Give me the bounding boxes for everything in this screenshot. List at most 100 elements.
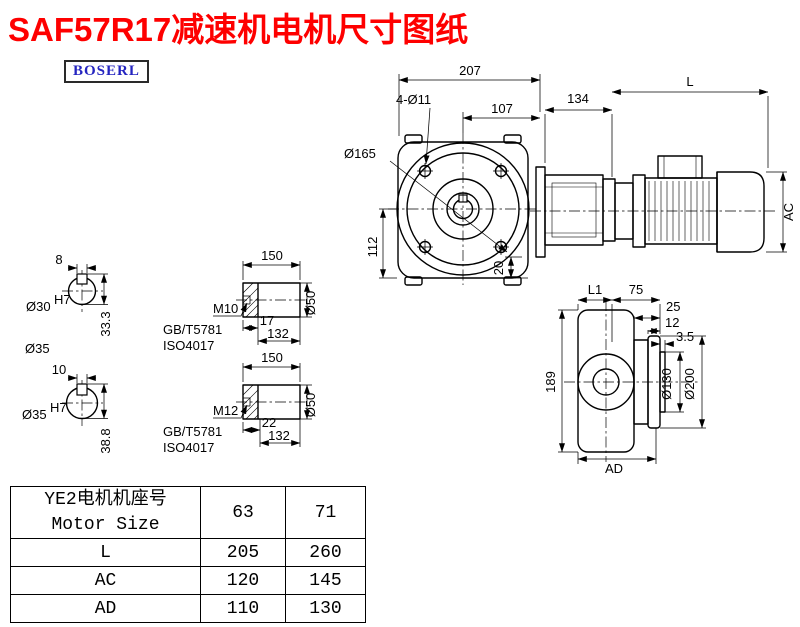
- dim-text-L: L: [686, 74, 693, 89]
- dim-text-AD: AD: [605, 461, 623, 476]
- table-row-AD: AD 110 130: [10, 594, 366, 623]
- dim-overall-width-207: 207: [398, 63, 541, 136]
- dim-flange-d200: Ø200: [660, 335, 706, 429]
- value-AC-63: 120: [200, 566, 286, 595]
- dim-flange-offset-107: 107: [462, 101, 541, 133]
- value-L-71: 260: [285, 538, 366, 567]
- bolt-holes: [417, 163, 509, 255]
- shaft-outline: [242, 282, 301, 318]
- dim-text-keywidth-10: 10: [52, 362, 66, 377]
- header-en: Motor Size: [51, 514, 160, 535]
- centerlines: [388, 133, 538, 285]
- output-flange-view: [564, 300, 700, 462]
- front-view: [388, 133, 538, 286]
- dim-text-107: 107: [491, 101, 513, 116]
- output-centerlines: [564, 300, 700, 462]
- dim-text-d50: Ø50: [303, 393, 318, 418]
- dim-text-d130: Ø130: [659, 368, 674, 400]
- dim-3_5: 3.5: [651, 329, 694, 352]
- dim-text-AC: AC: [781, 203, 796, 221]
- dim-text-134: 134: [567, 91, 589, 106]
- value-AD-71: 130: [285, 594, 366, 623]
- adapter-flange: [602, 178, 616, 242]
- mount-tab: [404, 276, 423, 286]
- mount-tab: [404, 134, 423, 144]
- table-row-L: L 205 260: [10, 538, 366, 567]
- dim-text-150: 150: [261, 248, 283, 263]
- mount-tab: [503, 134, 522, 144]
- label-bolt-holes: 4-Ø11: [396, 92, 431, 165]
- hatch: [242, 282, 259, 318]
- header-cn: YE2电机机座号: [44, 489, 167, 510]
- label-text-d165: Ø165: [344, 146, 376, 161]
- label-standard-gb: GB/T5781: [163, 424, 222, 439]
- dim-75: 75: [611, 282, 661, 303]
- dim-motor-height-AC: AC: [766, 171, 796, 253]
- shaft-outline: [242, 384, 301, 420]
- motor-size-table: YE2电机机座号 Motor Size 63 71 L 205 260 AC 1…: [10, 486, 366, 623]
- dim-text-22: 22: [262, 415, 276, 430]
- value-L-63: 205: [200, 538, 286, 567]
- shaft-section-d30: 8 Ø30 H7 33.3: [26, 252, 113, 337]
- dim-center-height-112: 112: [365, 208, 397, 279]
- label-standard-iso: ISO4017: [163, 440, 214, 455]
- dim-25: 25: [633, 299, 680, 338]
- table-row-header: YE2电机机座号 Motor Size 63 71: [10, 486, 366, 539]
- label-flange-dia: Ø165: [344, 146, 508, 253]
- dim-text-33_3: 33.3: [98, 311, 113, 336]
- dim-text-12: 12: [665, 315, 679, 330]
- label-bore-d30: Ø30: [26, 299, 51, 314]
- value-AD-63: 110: [200, 594, 286, 623]
- dim-text-d50: Ø50: [303, 291, 318, 316]
- gear-housing-inner: [551, 182, 597, 238]
- dim-text-keywidth-8: 8: [55, 252, 62, 267]
- label-bore-d35-tol: H7: [50, 400, 67, 415]
- dim-189: 189: [543, 309, 578, 453]
- terminal-box: [657, 155, 703, 179]
- dim-12: 12: [647, 315, 679, 334]
- hatch: [242, 384, 259, 420]
- keyway-d30: [76, 273, 88, 285]
- row-label-AD: AD: [10, 594, 201, 623]
- fan-cowl: [716, 171, 765, 253]
- dim-foot-20: 20: [491, 256, 528, 279]
- row-label-L: L: [10, 538, 201, 567]
- dim-text-L1: L1: [588, 282, 602, 297]
- dim-adapter-134: 134: [544, 91, 613, 177]
- dim-motor-length-L: L: [611, 74, 769, 168]
- label-text-4xd11: 4-Ø11: [396, 92, 431, 107]
- shaft-detail-m12: 150 M12 GB/T5781 ISO4017 22 132 Ø50: [163, 350, 318, 455]
- size-col-63: 63: [200, 486, 286, 539]
- dim-text-d200: Ø200: [682, 368, 697, 400]
- value-AC-71: 145: [285, 566, 366, 595]
- label-thread-m10: M10: [213, 301, 238, 316]
- table-row-AC: AC 120 145: [10, 566, 366, 595]
- label-standard-gb: GB/T5781: [163, 322, 222, 337]
- dim-text-75: 75: [629, 282, 643, 297]
- label-bore-d35: Ø35: [22, 407, 47, 422]
- dim-text-17: 17: [260, 313, 274, 328]
- brand-logo: BOSERL: [64, 60, 149, 83]
- size-col-71: 71: [285, 486, 366, 539]
- label-standard-iso: ISO4017: [163, 338, 214, 353]
- shaft-detail-m10: 150 M10 GB/T5781 ISO4017 17 132 Ø50: [163, 248, 318, 353]
- label-thread-m12: M12: [213, 403, 238, 418]
- dim-spigot-d130: Ø130: [659, 351, 684, 413]
- header-motor-size-cell: YE2电机机座号 Motor Size: [10, 486, 201, 539]
- label-shaft-d35: Ø35: [25, 341, 50, 356]
- dim-text-132: 132: [268, 428, 290, 443]
- dim-text-38_8: 38.8: [98, 428, 113, 453]
- dim-text-112: 112: [365, 237, 380, 258]
- motor-side-view: [530, 155, 776, 258]
- dim-AD: AD: [577, 428, 657, 476]
- page-title: SAF57R17减速机电机尺寸图纸: [8, 11, 469, 48]
- dim-text-25: 25: [666, 299, 680, 314]
- dim-text-3_5: 3.5: [676, 329, 694, 344]
- gear-housing: [544, 174, 604, 246]
- label-bore-d30-tol: H7: [54, 292, 71, 307]
- keyway-d35: [76, 383, 88, 396]
- shaft-section-d35: 10 Ø35 H7 38.8: [22, 362, 113, 454]
- dim-text-20: 20: [491, 261, 506, 275]
- row-label-AC: AC: [10, 566, 201, 595]
- dim-text-207: 207: [459, 63, 481, 78]
